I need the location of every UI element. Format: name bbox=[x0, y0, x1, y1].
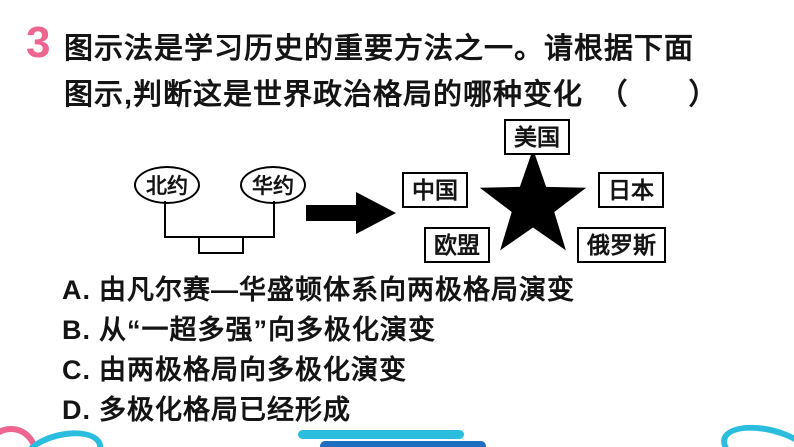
option-d-label: D. bbox=[62, 395, 91, 425]
footer-decoration-center-bar-blue bbox=[320, 441, 486, 447]
option-b: B. 从“一超多强”向多极化演变 bbox=[62, 310, 575, 350]
option-c-label: C. bbox=[62, 355, 91, 385]
option-a-label: A. bbox=[62, 275, 91, 305]
option-a-text: 由凡尔赛—华盛顿体系向两极格局演变 bbox=[99, 275, 575, 305]
connector-bracket bbox=[164, 201, 275, 238]
option-b-label: B. bbox=[62, 315, 91, 345]
option-c-text: 由两极格局向多极化演变 bbox=[99, 355, 407, 385]
question-number: 3 bbox=[26, 18, 51, 67]
arrow-right-icon bbox=[306, 192, 396, 234]
question-text: 图示法是学习历史的重要方法之一。请根据下面 图示,判断这是世界政治格局的哪种变化… bbox=[64, 26, 719, 118]
option-c: C. 由两极格局向多极化演变 bbox=[62, 350, 575, 390]
question-line-1: 图示法是学习历史的重要方法之一。请根据下面 bbox=[64, 33, 695, 65]
option-a: A. 由凡尔赛—华盛顿体系向两极格局演变 bbox=[62, 270, 575, 310]
footer-decoration-right-cyan bbox=[715, 416, 794, 447]
box-russia: 俄罗斯 bbox=[577, 227, 666, 263]
option-d-text: 多极化格局已经形成 bbox=[99, 395, 351, 425]
options-list: A. 由凡尔赛—华盛顿体系向两极格局演变 B. 从“一超多强”向多极化演变 C. 由两… bbox=[62, 270, 575, 430]
box-japan: 日本 bbox=[598, 172, 664, 208]
oval-nato: 北约 bbox=[134, 166, 200, 204]
option-b-text: 从“一超多强”向多极化演变 bbox=[99, 315, 436, 345]
option-d: D. 多极化格局已经形成 bbox=[62, 390, 575, 430]
box-china: 中国 bbox=[402, 172, 468, 208]
oval-warsaw: 华约 bbox=[240, 166, 306, 204]
star-icon bbox=[479, 149, 587, 251]
box-eu: 欧盟 bbox=[424, 227, 490, 263]
footer-decoration-center-bar bbox=[298, 430, 464, 439]
box-usa: 美国 bbox=[504, 119, 570, 155]
merge-box bbox=[198, 236, 244, 254]
question-line-2: 图示,判断这是世界政治格局的哪种变化 （ ） bbox=[64, 79, 719, 111]
